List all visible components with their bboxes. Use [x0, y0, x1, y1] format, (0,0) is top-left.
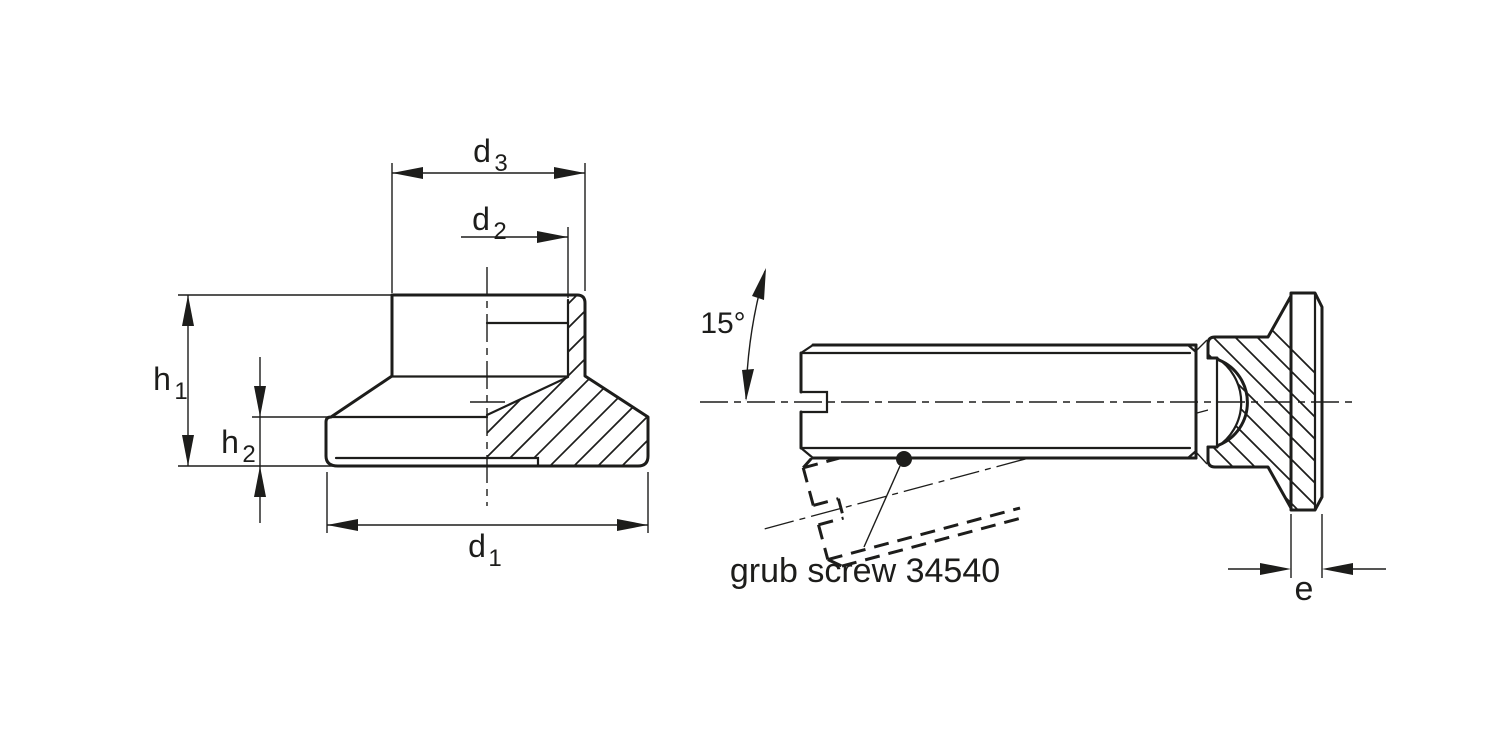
right-view-grub-screw: 15° grub screw 34540 e: [700, 268, 1386, 608]
ball-end: [1217, 358, 1249, 447]
leader-grub-screw: grub screw 34540: [730, 451, 1000, 590]
label-h2: h: [221, 424, 239, 460]
dim-d2: d 2: [461, 201, 569, 298]
label-h1: h: [153, 361, 171, 397]
label-angle: 15°: [700, 307, 745, 340]
dim-h2: h 2: [221, 357, 331, 523]
screwdriver-slot: [799, 390, 829, 414]
label-d3-sub: 3: [494, 150, 507, 177]
label-d2-sub: 2: [493, 218, 506, 245]
dim-d1: d 1: [326, 472, 649, 572]
bore-cone: [485, 375, 570, 417]
left-view-swivel-foot-section: d 3 d 2 h 1 h 2: [153, 133, 650, 572]
label-h1-sub: 1: [174, 378, 187, 405]
dim-d3: d 3: [391, 133, 586, 293]
leader-dot: [896, 451, 912, 467]
dim-e: e: [1228, 514, 1386, 608]
dim-angle-15: 15°: [700, 268, 766, 401]
label-h2-sub: 2: [242, 441, 255, 468]
label-d1-sub: 1: [488, 545, 501, 572]
bottom-recess-edge: [334, 456, 540, 468]
section-hatching-left: [487, 295, 648, 466]
label-d3: d: [473, 133, 491, 169]
screw-body: [799, 339, 1208, 465]
foot-outline: [324, 293, 650, 468]
label-grub-screw: grub screw 34540: [730, 552, 1000, 590]
dim-h1: h 1: [153, 294, 392, 467]
label-d2: d: [472, 201, 490, 237]
label-e: e: [1295, 570, 1314, 608]
label-d1: d: [468, 528, 486, 564]
